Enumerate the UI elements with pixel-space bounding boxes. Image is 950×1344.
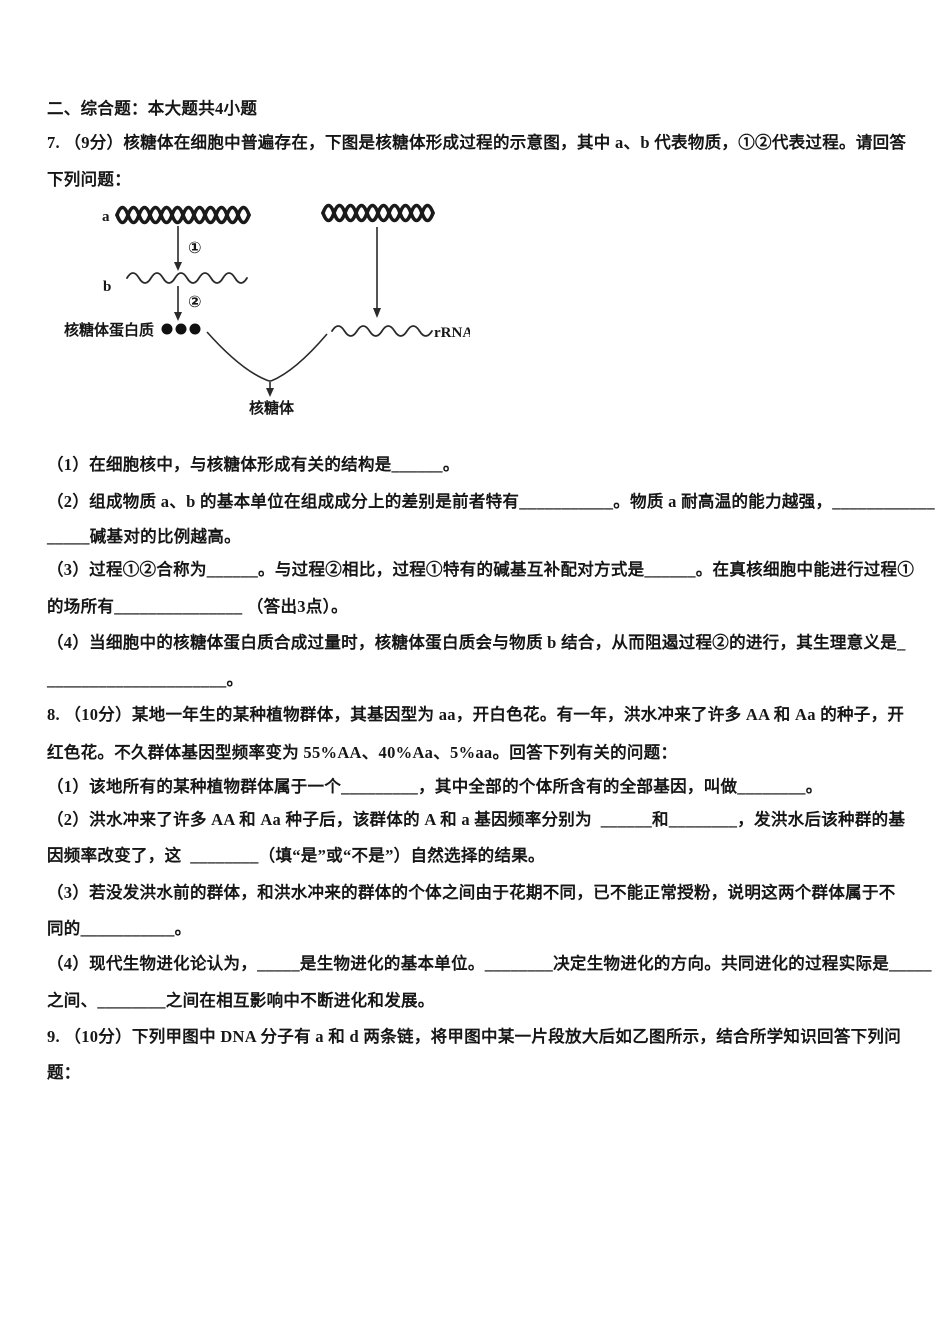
q8-sub4-line-1: （4）现代生物进化论认为，_____是生物进化的基本单位。________决定生… xyxy=(47,954,932,973)
rrna-transcription-arrowhead xyxy=(373,308,381,318)
q7-sub1: （1）在细胞核中，与核糖体形成有关的结构是______。 xyxy=(47,455,460,474)
q7-stem-line-2: 下列问题： xyxy=(47,170,131,189)
rrna-wave xyxy=(331,325,433,337)
q9-stem-line-2: 题： xyxy=(47,1063,81,1082)
q7-sub2-line-1: （2）组成物质 a、b 的基本单位在组成成分上的差别是前者特有_________… xyxy=(47,492,935,511)
dna-helix-left-strand2 xyxy=(115,205,251,225)
q8-sub2-line-1: （2）洪水冲来了许多 AA 和 Aa 种子后，该群体的 A 和 a 基因频率分别… xyxy=(47,810,906,829)
q8-stem-line-2: 红色花。不久群体基因型频率变为 55%AA、40%Aa、5%aa。回答下列有关的… xyxy=(47,743,678,762)
q8-sub1: （1）该地所有的某种植物群体属于一个_________，其中全部的个体所含有的全… xyxy=(47,777,823,796)
dna-helix-right-strand2 xyxy=(321,203,435,223)
q7-sub4-line-2: _____________________。 xyxy=(47,670,244,689)
q7-stem-line-1: 7. （9分）核糖体在细胞中普遍存在，下图是核糖体形成过程的示意图，其中 a、b… xyxy=(47,133,907,152)
q7-sub4-line-1: （4）当细胞中的核糖体蛋白质合成过量时，核糖体蛋白质会与物质 b 结合，从而阻遏… xyxy=(47,633,906,652)
q7-sub3-line-1: （3）过程①②合称为______。与过程②相比，过程①特有的碱基互补配对方式是_… xyxy=(47,560,915,579)
ribosome-label: 核糖体 xyxy=(249,399,295,417)
q8-stem-line-1: 8. （10分）某地一年生的某种植物群体，其基因型为 aa，开白色花。有一年，洪… xyxy=(47,705,905,724)
section-header: 二、综合题：本大题共4小题 xyxy=(47,99,258,118)
protein-dot-3 xyxy=(189,323,201,335)
process-2-arrowhead xyxy=(174,312,182,321)
rrna-label: rRNA xyxy=(434,325,470,341)
process-2-label: ② xyxy=(188,292,202,311)
converge-arrowhead xyxy=(266,388,274,397)
q8-sub4-line-2: 之间、________之间在相互影响中不断进化和发展。 xyxy=(47,991,435,1010)
q7-sub2-line-2: _____碱基对的比例越高。 xyxy=(47,527,241,546)
process-1-arrowhead xyxy=(174,262,182,271)
converge-curve-left xyxy=(206,331,270,382)
protein-dot-1 xyxy=(161,323,173,335)
ribosome-formation-diagram: a ① b ② 核糖体蛋白质 rRNA 核糖体 xyxy=(64,203,470,417)
q8-sub2-line-2: 因频率改变了，这 ________（填“是”或“不是”）自然选择的结果。 xyxy=(47,846,545,865)
ribosomal-protein-label: 核糖体蛋白质 xyxy=(64,321,154,339)
q8-sub3-line-2: 同的___________。 xyxy=(47,919,192,938)
converge-curve-right xyxy=(270,333,328,382)
mrna-b-label: b xyxy=(103,279,111,295)
protein-dot-2 xyxy=(175,323,187,335)
dna-a-label: a xyxy=(102,209,110,225)
mrna-wave xyxy=(126,272,248,284)
process-1-label: ① xyxy=(188,238,202,257)
q9-stem-line-1: 9. （10分）下列甲图中 DNA 分子有 a 和 d 两条链，将甲图中某一片段… xyxy=(47,1027,902,1046)
q8-sub3-line-1: （3）若没发洪水前的群体，和洪水冲来的群体的个体之间由于花期不同，已不能正常授粉… xyxy=(47,883,896,902)
q7-sub3-line-2: 的场所有_______________ （答出3点）。 xyxy=(47,597,348,616)
